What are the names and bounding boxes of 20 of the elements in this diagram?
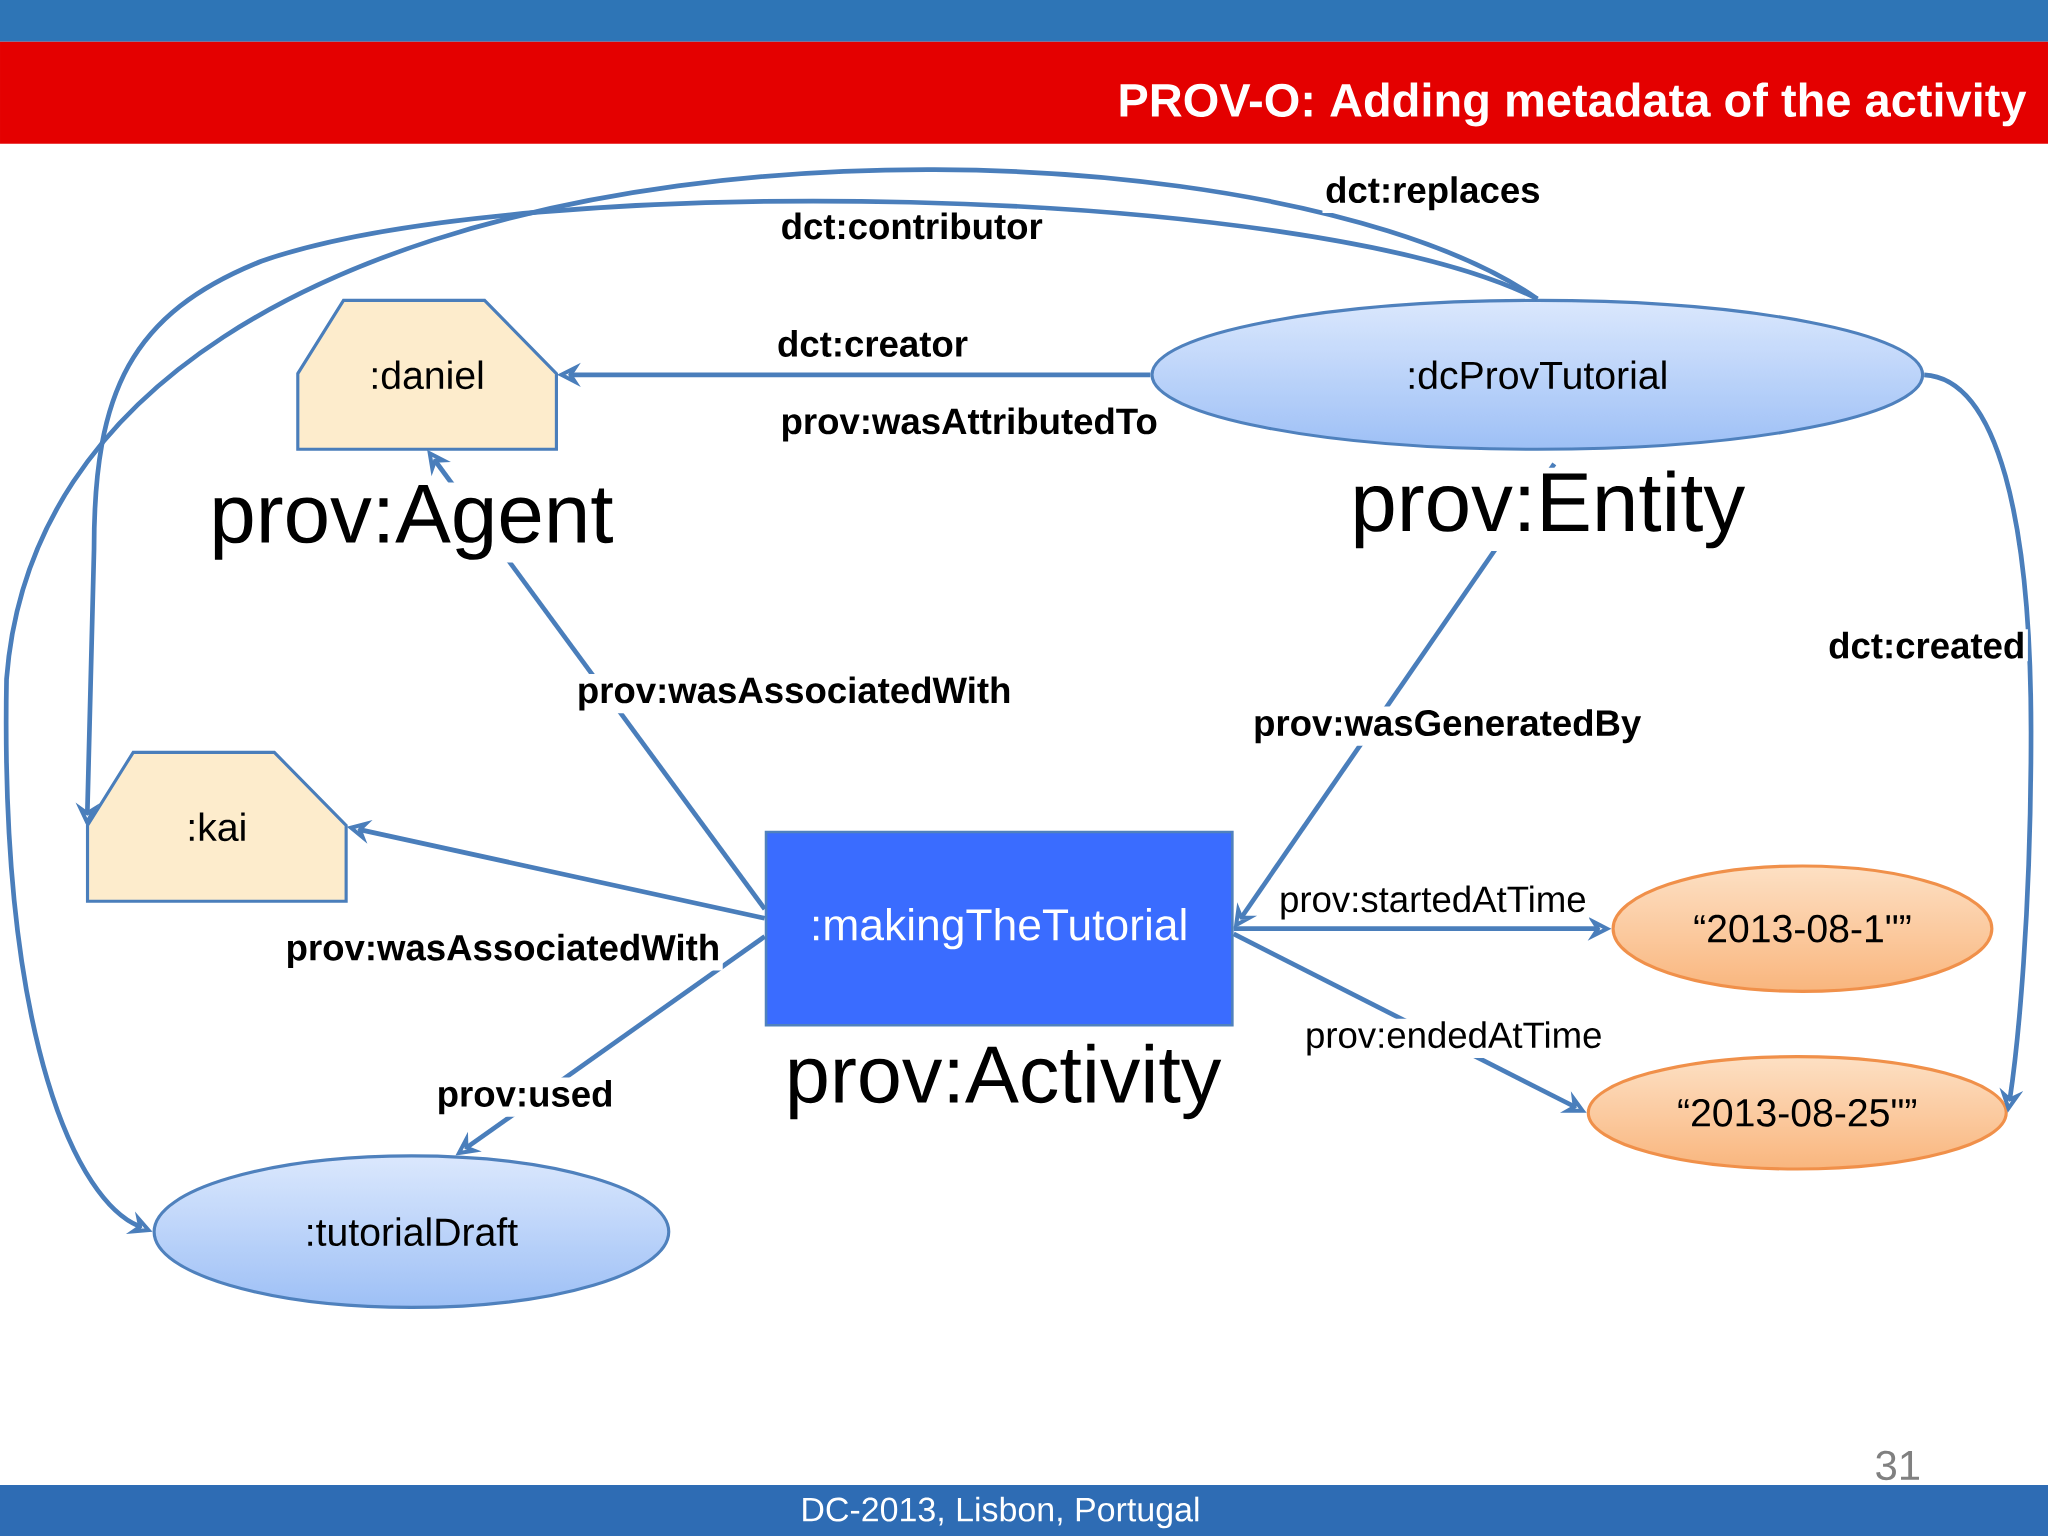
edge-label: prov:wasAssociatedWith	[574, 673, 1014, 714]
edge-label: prov:endedAtTime	[1302, 1018, 1606, 1059]
agent-box: :daniel	[296, 298, 558, 451]
edge-label: prov:wasGeneratedBy	[1250, 706, 1644, 746]
arrow	[4, 168, 1539, 1234]
edge-label: dct:created	[1825, 629, 2028, 662]
activity-box: :makingTheTutorial	[764, 830, 1234, 1027]
agent-box: :kai	[85, 750, 348, 903]
page-number: 31	[1876, 1450, 1919, 1481]
footer-text: DC-2013, Lisbon, Portugal	[803, 1496, 1199, 1529]
edge-label: prov:used	[434, 1077, 617, 1117]
class-label: prov:Activity	[782, 1041, 1224, 1122]
class-label: prov:Agent	[206, 482, 617, 563]
edge-label: dct:replaces	[1322, 173, 1544, 213]
slide-title: PROV-O: Adding metadata of the activity	[1120, 82, 2027, 127]
edge-label: dct:contributor	[778, 209, 1046, 242]
edge-label: prov:wasAssociatedWith	[283, 931, 723, 971]
edge-label: prov:startedAtTime	[1276, 882, 1590, 923]
class-label: prov:Entity	[1347, 467, 1748, 551]
edge-label: dct:creator	[774, 327, 971, 360]
